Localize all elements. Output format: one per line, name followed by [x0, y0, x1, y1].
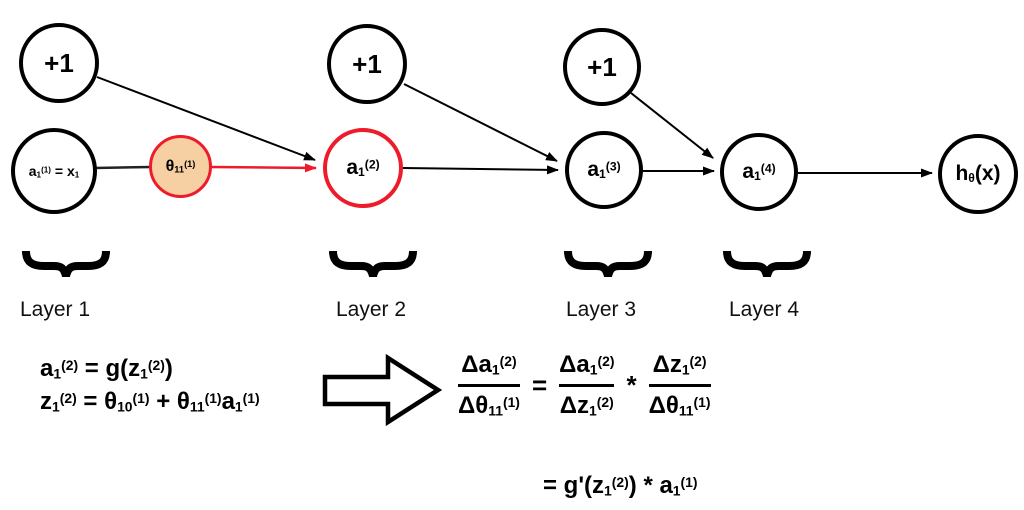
node-label: a1(2) [346, 156, 380, 180]
bias-node-2: +1 [327, 24, 407, 104]
bias-node-1: +1 [19, 23, 99, 103]
fraction-numerator: Δz1(2) [652, 351, 707, 378]
edge-bias2-to-a3 [403, 83, 558, 162]
underbrace-layer-3 [564, 250, 652, 278]
edge-input-to-theta [94, 165, 152, 170]
node-label: hθ(x) [955, 162, 1001, 186]
edge-bias1-to-a2 [96, 76, 316, 161]
fraction-bar [559, 384, 615, 387]
chain-rule-fraction-2: Δz1(2) Δθ11(1) [648, 348, 711, 423]
chain-rule-fraction-1: Δa1(2) Δz1(2) [559, 348, 615, 423]
underbrace-layer-4 [723, 250, 811, 278]
node-label: a1(1) = x1 [28, 163, 80, 180]
derivative-fraction-lhs: Δa1(2) Δθ11(1) [458, 348, 520, 423]
fraction-bar [648, 384, 711, 387]
layer-1-label: Layer 1 [20, 298, 91, 321]
hidden-node-a4: a1(4) [720, 133, 798, 211]
node-label: +1 [587, 51, 617, 82]
equals-sign: = [531, 370, 548, 400]
layer-2-label: Layer 2 [336, 298, 407, 321]
output-node: hθ(x) [938, 134, 1018, 214]
weighted-sum-formula: z1(2) = θ10(1) + θ11(1)a1(1) [40, 388, 260, 415]
fraction-numerator: Δa1(2) [461, 351, 517, 378]
theta-weight-node: θ11(1) [149, 135, 212, 198]
fraction-denominator: Δθ11(1) [458, 392, 520, 419]
hidden-node-a2: a1(2) [323, 128, 403, 208]
implies-arrow-icon [322, 353, 443, 427]
underbrace-layer-1 [22, 250, 110, 278]
input-node: a1(1) = x1 [11, 128, 97, 214]
node-label: θ11(1) [165, 157, 196, 175]
activation-formula: a1(2) = g(z1(2)) [40, 355, 173, 382]
edge-a2-to-a3 [402, 165, 559, 175]
layer-3-label: Layer 3 [566, 298, 637, 321]
node-label: +1 [352, 48, 382, 79]
edge-bias3-to-a4 [630, 92, 714, 159]
underbrace-layer-2 [329, 250, 417, 278]
node-label: +1 [44, 47, 74, 78]
fraction-numerator: Δa1(2) [559, 351, 615, 378]
layer-4-label: Layer 4 [729, 298, 800, 321]
edge-theta-to-a2 [210, 163, 317, 173]
bias-node-3: +1 [563, 28, 641, 106]
fraction-denominator: Δz1(2) [559, 392, 614, 419]
fraction-denominator: Δθ11(1) [648, 392, 711, 419]
forward-pass-formulas: a1(2) = g(z1(2)) z1(2) = θ10(1) + θ11(1)… [40, 352, 260, 418]
node-label: a1(4) [742, 160, 776, 184]
result-formula: = g'(z1(2)) * a1(1) [543, 472, 698, 499]
node-label: a1(3) [587, 158, 621, 182]
multiply-sign: * [626, 370, 637, 400]
chain-rule-equation: Δa1(2) Δθ11(1) = Δa1(2) Δz1(2) * Δz1(2) … [458, 348, 711, 423]
fraction-bar [458, 384, 520, 387]
hidden-node-a3: a1(3) [565, 131, 643, 209]
